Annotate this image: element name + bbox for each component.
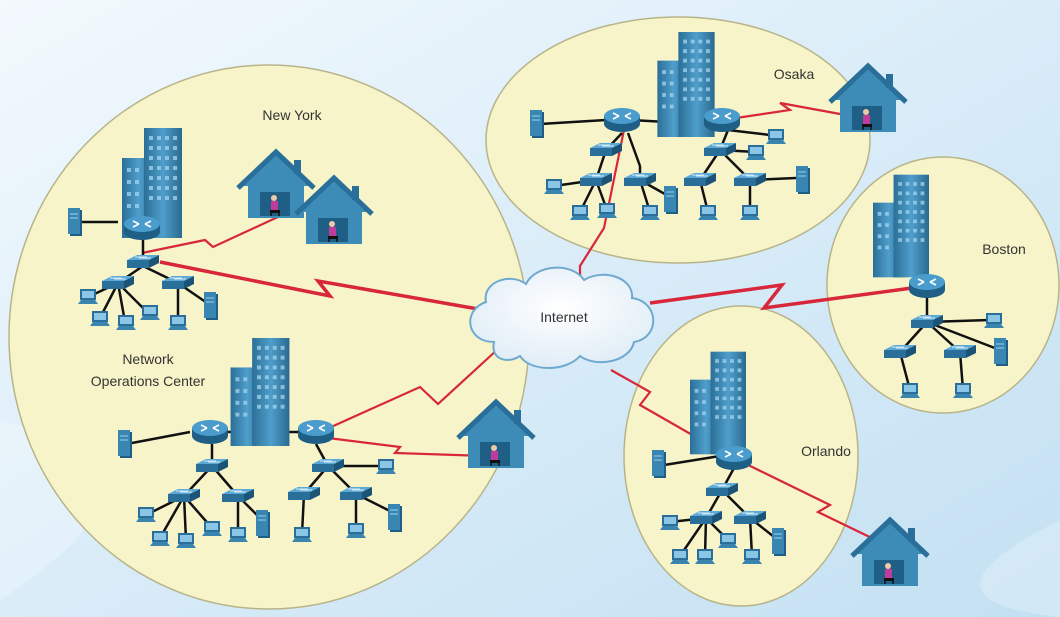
pc-icon bbox=[168, 315, 188, 330]
label-noc-line2: Operations Center bbox=[91, 373, 206, 389]
server-icon bbox=[255, 509, 271, 539]
server-icon bbox=[771, 527, 787, 557]
pc-icon bbox=[640, 205, 660, 220]
server-icon bbox=[117, 429, 133, 459]
wan-link-noc-internet bbox=[319, 348, 499, 434]
pc-icon bbox=[740, 205, 760, 220]
router-icon bbox=[603, 107, 641, 133]
pc-icon bbox=[544, 179, 564, 194]
pc-icon bbox=[116, 315, 136, 330]
router-icon bbox=[908, 273, 946, 299]
router-icon bbox=[123, 215, 161, 241]
pc-icon bbox=[718, 533, 738, 548]
pc-icon bbox=[984, 313, 1004, 328]
label-osaka: Osaka bbox=[774, 66, 815, 82]
pc-icon bbox=[670, 549, 690, 564]
pc-icon bbox=[78, 289, 98, 304]
server-icon bbox=[67, 207, 83, 237]
pc-icon bbox=[176, 533, 196, 548]
wan-link-orlando-internet bbox=[610, 369, 723, 453]
wan-link-boston-internet bbox=[649, 282, 913, 311]
server-icon bbox=[663, 185, 679, 215]
internet-cloud bbox=[469, 266, 655, 369]
cloud-icon bbox=[469, 266, 655, 369]
wan-link-ny-home bbox=[141, 215, 281, 255]
wan-links bbox=[141, 101, 913, 543]
server-icon bbox=[993, 337, 1009, 367]
wan-link-noc-home bbox=[319, 435, 487, 458]
pc-icon bbox=[346, 523, 366, 538]
pc-icon bbox=[660, 515, 680, 530]
site-osaka bbox=[485, 16, 871, 264]
router-icon bbox=[297, 419, 335, 445]
pc-icon bbox=[766, 129, 786, 144]
router-icon bbox=[715, 445, 753, 471]
pc-icon bbox=[953, 383, 973, 398]
label-boston: Boston bbox=[982, 241, 1026, 257]
pc-icon bbox=[698, 205, 718, 220]
label-orlando: Orlando bbox=[801, 443, 851, 459]
wan-link-osaka-home bbox=[715, 101, 863, 123]
server-icon bbox=[203, 291, 219, 321]
pc-icon bbox=[742, 549, 762, 564]
label-internet: Internet bbox=[540, 309, 588, 325]
wan-link-ny-internet bbox=[159, 260, 479, 311]
router-icon bbox=[703, 107, 741, 133]
pc-icon bbox=[90, 311, 110, 326]
server-icon bbox=[387, 503, 403, 533]
pc-icon bbox=[150, 531, 170, 546]
server-icon bbox=[795, 165, 811, 195]
server-icon bbox=[529, 109, 545, 139]
pc-icon bbox=[746, 145, 766, 160]
label-new-york: New York bbox=[262, 107, 322, 123]
pc-icon bbox=[900, 383, 920, 398]
server-icon bbox=[651, 449, 667, 479]
router-icon bbox=[191, 419, 229, 445]
pc-icon bbox=[376, 459, 396, 474]
pc-icon bbox=[292, 527, 312, 542]
label-noc-line1: Network bbox=[122, 351, 174, 367]
pc-icon bbox=[597, 203, 617, 218]
pc-icon bbox=[228, 527, 248, 542]
lan-links bbox=[80, 118, 1001, 557]
pc-icon bbox=[695, 549, 715, 564]
wan-link-orlando-home bbox=[737, 459, 881, 543]
pc-icon bbox=[570, 205, 590, 220]
pc-icon bbox=[202, 521, 222, 536]
pc-icon bbox=[136, 507, 156, 522]
pc-icon bbox=[140, 305, 160, 320]
